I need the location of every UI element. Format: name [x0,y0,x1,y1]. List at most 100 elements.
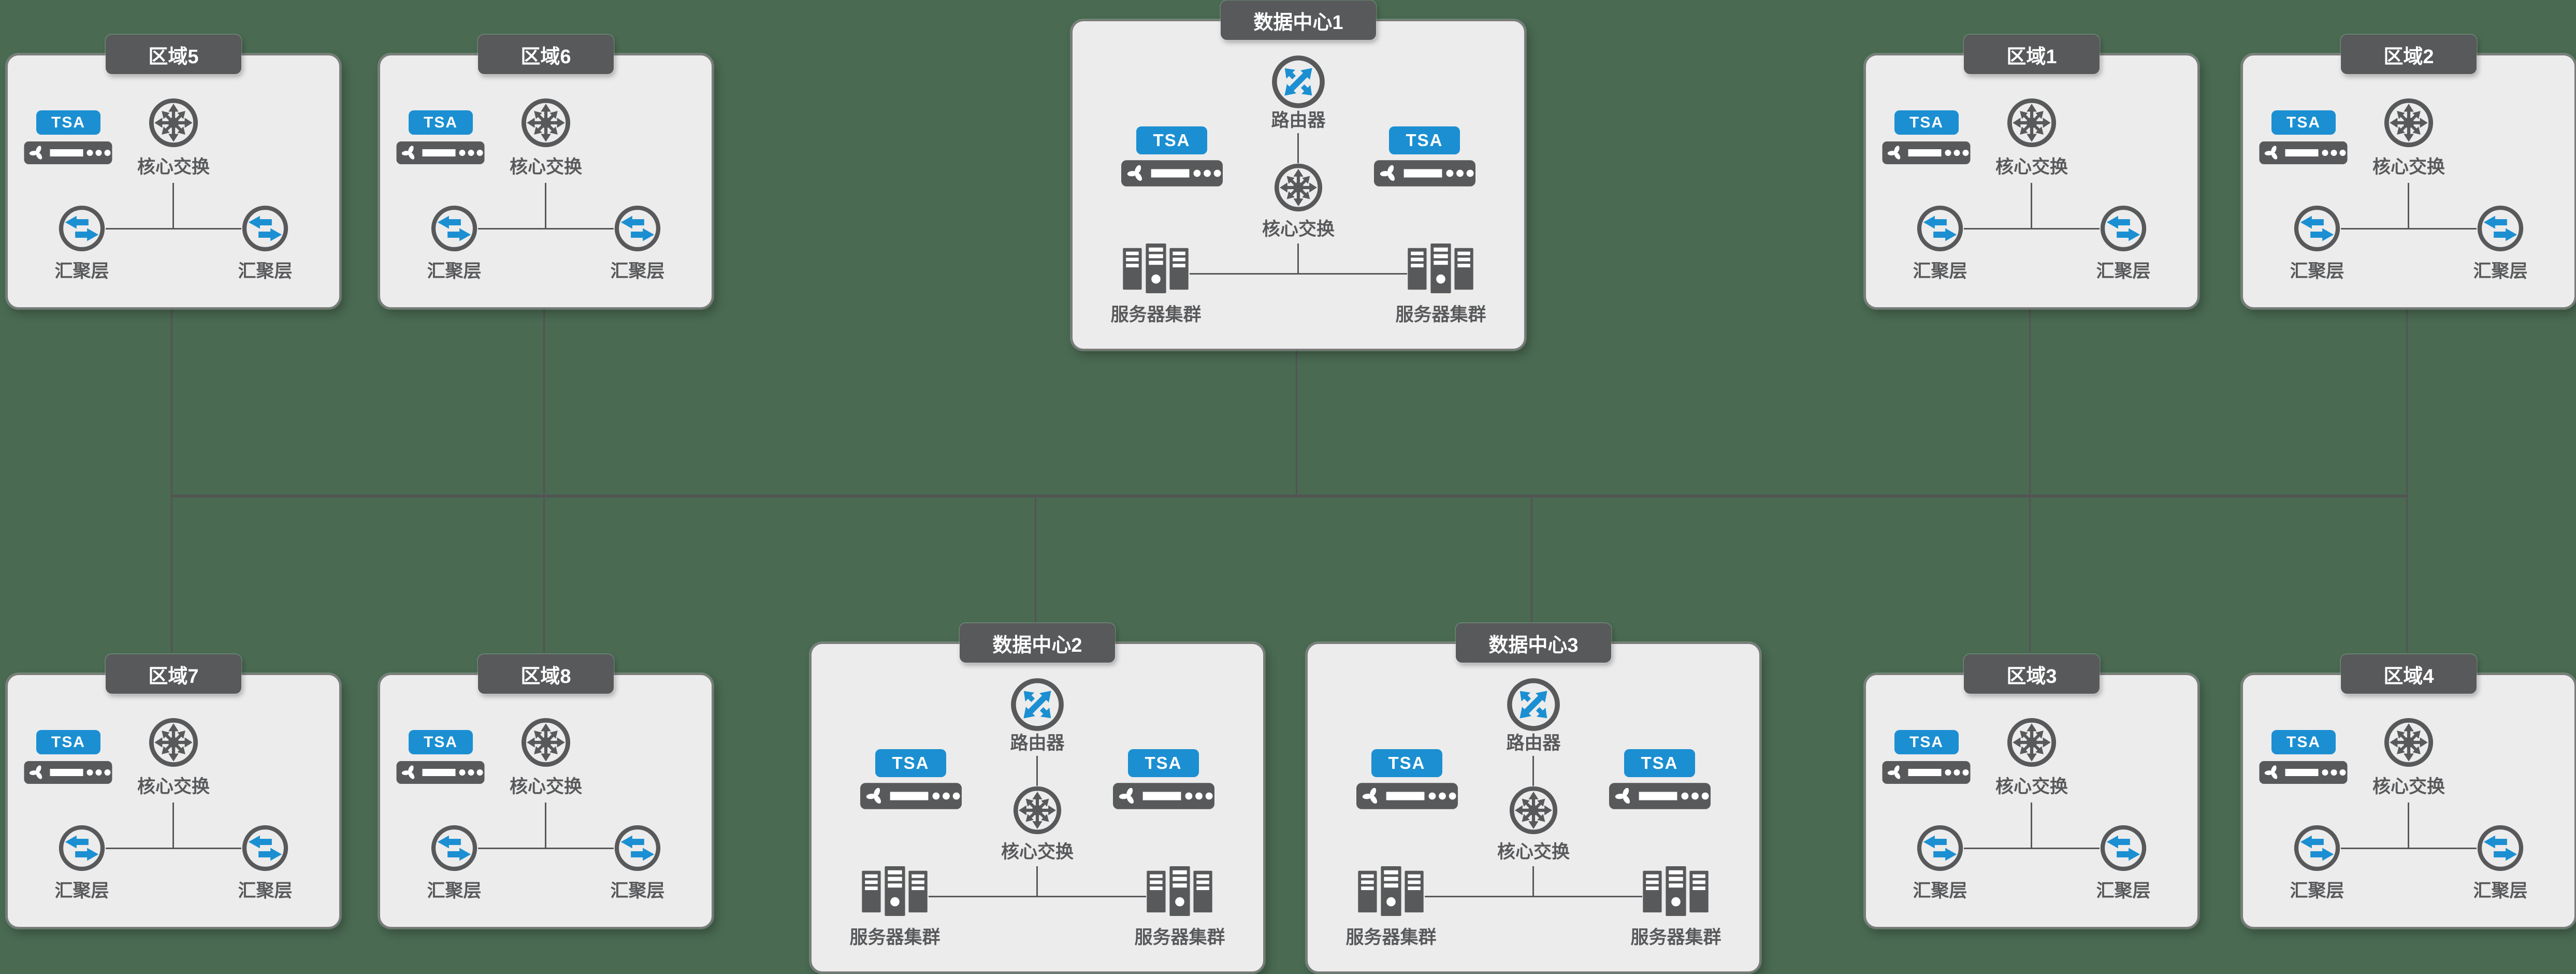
server-cluster-label-right: 服务器集群 [1630,927,1721,948]
region-6-box: 区域6 TSA 核心交换 汇聚层 汇聚层 [379,35,713,309]
link-backbone-to-datacenter-2 [1035,496,1036,623]
aggregation-switch-icon-left [430,824,478,872]
server-cluster-icon-right [1642,866,1710,916]
aggregation-switch-icon-right [2477,824,2524,872]
region-8-title-tab: 区域8 [478,654,614,694]
aggregation-switch-icon-left [2293,205,2341,252]
backbone-bus-line [171,495,2408,497]
core-switch-label: 核心交换 [509,777,582,797]
aggregation-link-line [478,228,614,230]
core-switch-label: 核心交换 [2372,157,2445,177]
link-backbone-to-region-3 [2029,496,2031,653]
tsa-appliance-icon-left [860,783,962,809]
server-cluster-icon-right [1146,866,1214,916]
datacenter-3-title-tab: 数据中心3 [1456,623,1611,663]
region-3-box: 区域3 TSA 核心交换 汇聚层 汇聚层 [1864,654,2199,928]
aggregation-layer-label-left: 汇聚层 [54,881,109,901]
core-switch-label: 核心交换 [1497,842,1570,862]
region-6-title-tab: 区域6 [478,35,614,74]
tsa-badge: TSA [409,110,473,135]
tsa-badge: TSA [36,110,100,135]
region-4-box: 区域4 TSA 核心交换 汇聚层 汇聚层 [2241,654,2576,928]
core-switch-label: 核心交换 [1995,157,2068,177]
router-label: 路由器 [1506,733,1561,753]
tsa-badge-right: TSA [1128,749,1199,777]
aggregation-switch-icon-left [2293,824,2341,872]
aggregation-switch-icon-right [2100,205,2147,252]
link-datacenter-1-to-backbone [1296,347,1297,496]
tsa-badge-right: TSA [1389,126,1460,154]
core-to-aggregation-line [2031,183,2032,230]
aggregation-link-line [106,848,241,849]
aggregation-switch-icon-left [430,205,478,252]
aggregation-switch-icon-right [2100,824,2147,872]
tsa-appliance-icon-right [1374,160,1475,187]
core-to-aggregation-line [545,183,546,230]
tsa-badge-left: TSA [875,749,946,777]
aggregation-layer-label-left: 汇聚层 [427,881,482,901]
aggregation-switch-icon-right [614,824,661,872]
tsa-badge: TSA [1894,110,1959,135]
link-backbone-to-region-7 [171,496,172,653]
tsa-appliance-icon-right [1113,783,1214,809]
aggregation-layer-label-left: 汇聚层 [2290,881,2345,901]
aggregation-link-line [1964,848,2100,849]
tsa-badge-left: TSA [1136,126,1207,154]
core-switch-icon [148,717,199,768]
server-cluster-icon-right [1407,243,1475,294]
tsa-badge: TSA [409,730,473,754]
aggregation-switch-icon-right [241,824,289,872]
datacenter-1-box: 数据中心1 路由器 TSA TSA 核心交换 服务器集群 服务器集群 [1071,1,1526,350]
tsa-appliance-icon-left [1121,160,1223,187]
core-to-aggregation-line [172,803,174,849]
server-cluster-label-right: 服务器集群 [1134,927,1225,948]
datacenter-2-box: 数据中心2 路由器 TSA TSA 核心交换 服务器集群 服务器集群 [810,623,1265,973]
aggregation-link-line [1964,228,2100,230]
server-cluster-label-left: 服务器集群 [1345,927,1437,948]
core-switch-label: 核心交换 [137,157,210,177]
core-switch-icon [1012,785,1062,835]
datacenter-2-title-tab: 数据中心2 [960,623,1115,663]
server-cluster-icon-left [1357,866,1425,916]
region-4-title-tab: 区域4 [2341,654,2477,694]
aggregation-switch-icon-right [614,205,661,252]
core-to-aggregation-line [2408,803,2409,849]
aggregation-layer-label-left: 汇聚层 [1913,881,1967,901]
aggregation-layer-label-right: 汇聚层 [610,881,665,901]
core-switch-icon [1273,163,1323,212]
core-switch-label: 核心交换 [1001,842,1074,862]
core-to-servers-line [1297,244,1299,274]
region-5-title-tab: 区域5 [106,35,241,74]
link-region-2-to-backbone [2406,306,2408,496]
aggregation-switch-icon-right [241,205,289,252]
aggregation-link-line [478,848,614,849]
tsa-badge-left: TSA [1371,749,1442,777]
aggregation-layer-label-right: 汇聚层 [610,261,665,281]
server-cluster-label-left: 服务器集群 [1110,305,1202,325]
tsa-appliance-icon-right [1609,783,1711,809]
core-switch-icon [2006,97,2057,148]
aggregation-layer-label-left: 汇聚层 [427,261,482,281]
aggregation-layer-label-right: 汇聚层 [2096,261,2151,281]
aggregation-layer-label-right: 汇聚层 [2473,881,2528,901]
router-to-core-line [1036,756,1038,786]
region-2-box: 区域2 TSA 核心交换 汇聚层 汇聚层 [2241,35,2576,309]
link-backbone-to-datacenter-3 [1531,496,1532,623]
router-to-core-line [1532,756,1534,786]
region-7-title-tab: 区域7 [106,654,241,694]
core-switch-icon [520,97,571,148]
core-switch-icon [2383,97,2434,148]
link-backbone-to-region-8 [543,496,545,653]
router-label: 路由器 [1271,110,1326,131]
router-label: 路由器 [1010,733,1065,753]
region-1-title-tab: 区域1 [1964,35,2100,74]
router-icon [1271,54,1326,109]
aggregation-layer-label-right: 汇聚层 [2096,881,2151,901]
core-switch-icon [1509,785,1558,835]
server-cluster-icon-left [861,866,929,916]
aggregation-switch-icon-left [58,824,106,872]
aggregation-switch-icon-left [1916,205,1964,252]
server-link-line [1425,896,1642,897]
core-switch-label: 核心交换 [509,157,582,177]
